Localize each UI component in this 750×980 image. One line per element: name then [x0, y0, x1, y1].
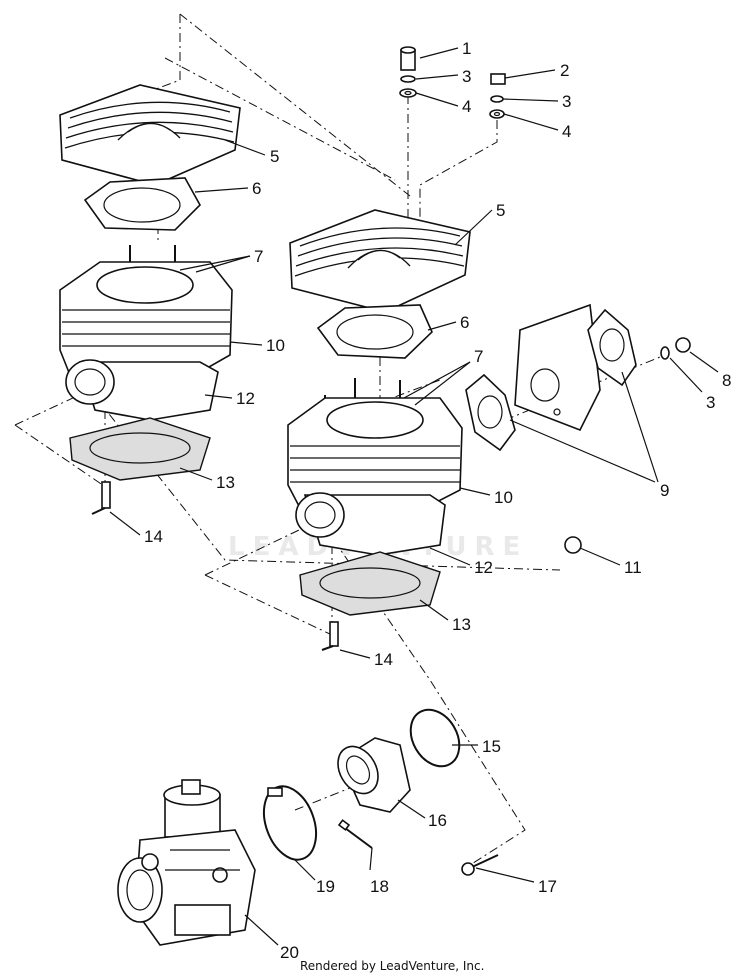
callout-7-left: 7: [254, 247, 263, 266]
intake-boot-16: [337, 737, 411, 813]
callout-3-left-top: 3: [462, 67, 471, 86]
base-gasket-left: [69, 417, 211, 481]
exhaust-nut-8: [675, 337, 691, 353]
cylinder-head-left: [59, 84, 241, 186]
nut-2: [490, 73, 506, 85]
nut-11: [564, 536, 582, 554]
callout-8: 8: [722, 371, 731, 390]
flat-washer-4-right: [489, 109, 505, 119]
lock-washer-3-left: [400, 75, 416, 83]
bolt-17: [461, 854, 499, 876]
callout-6-left: 6: [252, 179, 261, 198]
head-gasket-right: [316, 304, 433, 359]
callout-11: 11: [624, 558, 642, 577]
callout-4-left: 4: [462, 97, 471, 116]
lock-washer-3-right: [490, 95, 504, 103]
callout-16: 16: [428, 811, 447, 830]
callout-18: 18: [370, 877, 389, 896]
callout-2: 2: [560, 61, 569, 80]
elbow-fitting-right: [321, 621, 339, 651]
cylinder-head-right: [289, 209, 471, 313]
callout-14-right: 14: [374, 650, 393, 669]
callout-3-right-top: 3: [562, 92, 571, 111]
screw-18: [337, 819, 373, 849]
callout-10-right: 10: [494, 488, 513, 507]
callout-20: 20: [280, 943, 299, 962]
cylinder-right: [287, 397, 463, 556]
hose-clamp-19: [262, 785, 318, 861]
callout-1: 1: [462, 39, 471, 58]
callout-10-left: 10: [266, 336, 285, 355]
callout-12-left: 12: [236, 389, 255, 408]
callout-7-right: 7: [474, 347, 483, 366]
head-gasket-left: [83, 177, 201, 231]
callout-5-left: 5: [270, 147, 279, 166]
callout-labels: 1 2 3 3 4 4 5 6 5 7 6 10 8 7 12 3 13 9 1…: [144, 39, 731, 962]
carburetor-20: [117, 779, 256, 946]
callout-15: 15: [482, 737, 501, 756]
mounting-bracket: [514, 303, 601, 432]
callout-13-right: 13: [452, 615, 471, 634]
callout-6-right: 6: [460, 313, 469, 332]
callout-14-left: 14: [144, 527, 163, 546]
leader-lines: [109, 47, 719, 946]
callout-13-left: 13: [216, 473, 235, 492]
base-gasket-right: [299, 551, 441, 616]
flat-washer-4-left: [399, 88, 417, 98]
callout-17: 17: [538, 877, 557, 896]
callout-12-right: 12: [474, 558, 493, 577]
elbow-fitting-left: [91, 481, 111, 515]
cylinder-left: [59, 261, 233, 421]
o-ring-15: [409, 708, 461, 768]
exhaust-washer-3: [660, 346, 670, 360]
render-credit: Rendered by LeadVenture, Inc.: [300, 959, 485, 973]
cap-nut-1: [400, 46, 416, 71]
callout-3-exhaust: 3: [706, 393, 715, 412]
exhaust-gasket-lower: [465, 373, 516, 452]
callout-5-right: 5: [496, 201, 505, 220]
callout-9: 9: [660, 481, 669, 500]
callout-4-right: 4: [562, 122, 571, 141]
callout-19: 19: [316, 877, 335, 896]
exhaust-gasket-upper: [587, 308, 637, 387]
